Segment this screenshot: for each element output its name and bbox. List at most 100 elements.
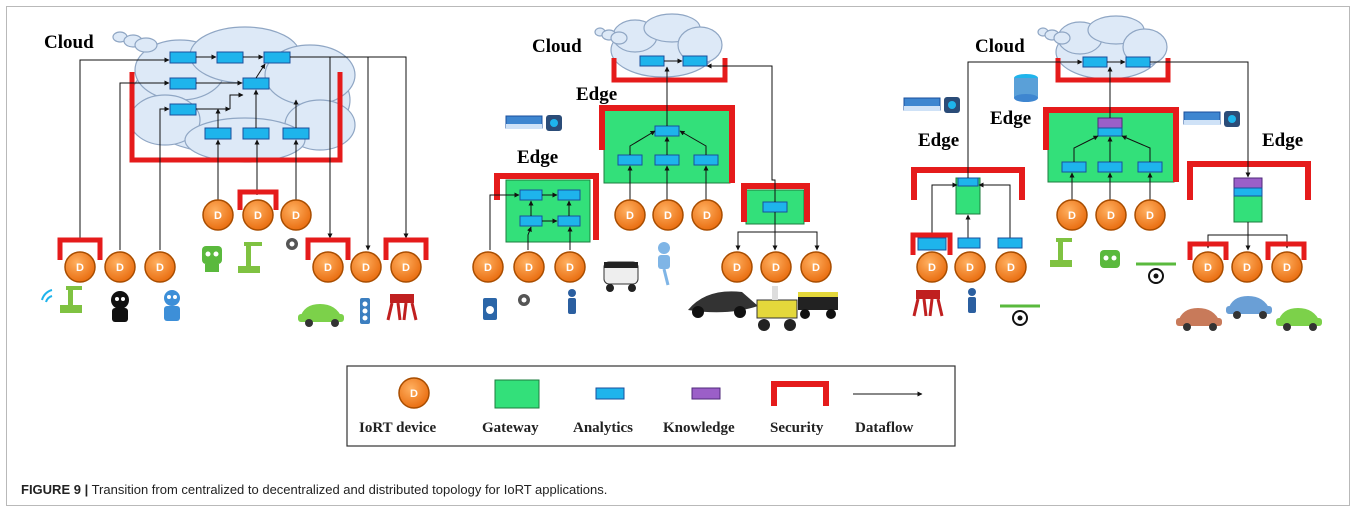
gateway-edge-2b: [494, 173, 599, 243]
cloud-shape-2: [594, 13, 723, 78]
car-icon: [1226, 296, 1272, 319]
security-bracket-cloud-1: [129, 72, 343, 163]
legend-item-iort-device: D IoRT device: [359, 377, 436, 436]
iort-device: D: [1095, 199, 1127, 231]
car-icon: [1276, 308, 1322, 331]
iort-device: D: [954, 251, 986, 283]
device-letter: D: [772, 262, 780, 274]
gateway-edge-2c: [706, 63, 810, 225]
analytics-box: [204, 127, 232, 140]
server-icon: [1183, 111, 1240, 127]
dataflow-devices-3: [1069, 172, 1153, 200]
analytics-box: [263, 51, 291, 64]
server-icon: [505, 115, 562, 131]
device-letter: D: [402, 262, 410, 274]
device-group-2: D D D D D D D D D: [472, 199, 832, 283]
analytics-box: [242, 127, 270, 140]
car-icon: [298, 304, 344, 327]
robot-icon: [658, 242, 670, 286]
iort-device: D: [800, 251, 832, 283]
iort-device: D: [1271, 251, 1303, 283]
device-letter: D: [966, 262, 974, 274]
cloud-label-3: Cloud: [975, 36, 1025, 57]
device-letter: D: [116, 262, 124, 274]
device-group-1: D D D D D D D D D: [64, 199, 422, 283]
legend-label: Gateway: [482, 420, 539, 436]
dataflow-devices-2: [489, 165, 820, 251]
dataflow-cloud-1: [196, 54, 299, 128]
rover-icon: [798, 292, 838, 319]
device-letter: D: [525, 262, 533, 274]
device-letter: D: [1204, 262, 1212, 274]
analytics-box: [169, 77, 197, 90]
iort-device: D: [242, 199, 274, 231]
iort-device: D: [350, 251, 382, 283]
robot-arm-icon: [1050, 238, 1072, 267]
iort-device: D: [614, 199, 646, 231]
analytics-box: [169, 51, 197, 64]
iort-device: D: [280, 199, 312, 231]
device-letter: D: [566, 262, 574, 274]
legend-box: [346, 365, 956, 447]
legend-item-analytics: Analytics: [573, 387, 633, 436]
device-analytics-3: [917, 237, 1023, 251]
legend-label: Knowledge: [663, 420, 735, 436]
legend-label: Security: [770, 420, 824, 436]
legend-item-gateway: Gateway: [482, 379, 540, 436]
panel-centralized: Cloud: [41, 26, 429, 327]
edge-label-3b: Edge: [918, 130, 959, 151]
figure-number: FIGURE 9 |: [21, 482, 89, 497]
edge-label-3a: Edge: [990, 108, 1031, 129]
security-devices-1: [57, 189, 429, 260]
analytics-box: [282, 127, 310, 140]
edge-label-2b: Edge: [517, 147, 558, 168]
person-icon: [968, 288, 976, 313]
device-letter: D: [324, 262, 332, 274]
iort-device: D: [144, 251, 176, 283]
iort-device: D: [652, 199, 684, 231]
iort-device: D: [916, 251, 948, 283]
person-icon: [568, 289, 576, 314]
rover-icon: [688, 291, 758, 318]
drone-icon: [1136, 262, 1176, 284]
drone-icon: [1000, 304, 1040, 326]
device-letter: D: [156, 262, 164, 274]
cloud-label-1: Cloud: [44, 32, 94, 53]
legend-item-dataflow: Dataflow: [853, 391, 923, 436]
legend-label: IoRT device: [359, 420, 436, 436]
device-letter: D: [626, 210, 634, 222]
figure-caption: FIGURE 9 | Transition from centralized t…: [21, 482, 607, 497]
device-letter: D: [254, 210, 262, 222]
robot-arm-icon: [238, 242, 262, 273]
device-group-3: D D D D D D D D D: [916, 199, 1303, 283]
robot-icon: [202, 246, 222, 272]
robot-icon: [164, 290, 180, 321]
legged-robot-icon: [386, 294, 418, 321]
iort-device: D: [1192, 251, 1224, 283]
analytics-box: [682, 55, 708, 67]
iort-device: D: [513, 251, 545, 283]
legged-robot-icon: [912, 290, 944, 317]
device-letter: D: [362, 262, 370, 274]
device-letter: D: [292, 210, 300, 222]
device-letter: D: [1283, 262, 1291, 274]
device-letter: D: [484, 262, 492, 274]
robot-icon: [1100, 250, 1120, 268]
iort-device: D: [1134, 199, 1166, 231]
traffic-light-icon: [360, 298, 370, 324]
iort-device: D: [64, 251, 96, 283]
device-letter: D: [664, 210, 672, 222]
figure-frame: [6, 6, 1350, 506]
gateway-edge-3c: [1150, 61, 1311, 251]
device-letter: D: [1068, 210, 1076, 222]
edge-label-3c: Edge: [1262, 130, 1303, 151]
security-bracket-cloud-3: [1055, 58, 1171, 83]
gateway-edge-3a: [1043, 66, 1179, 183]
iort-device: D: [554, 251, 586, 283]
device-letter: D: [214, 210, 222, 222]
analytics-box: [242, 77, 270, 90]
edge-label-2a: Edge: [576, 84, 617, 105]
analytics-box: [1125, 56, 1151, 68]
caption-text: Transition from centralized to decentral…: [91, 482, 608, 497]
